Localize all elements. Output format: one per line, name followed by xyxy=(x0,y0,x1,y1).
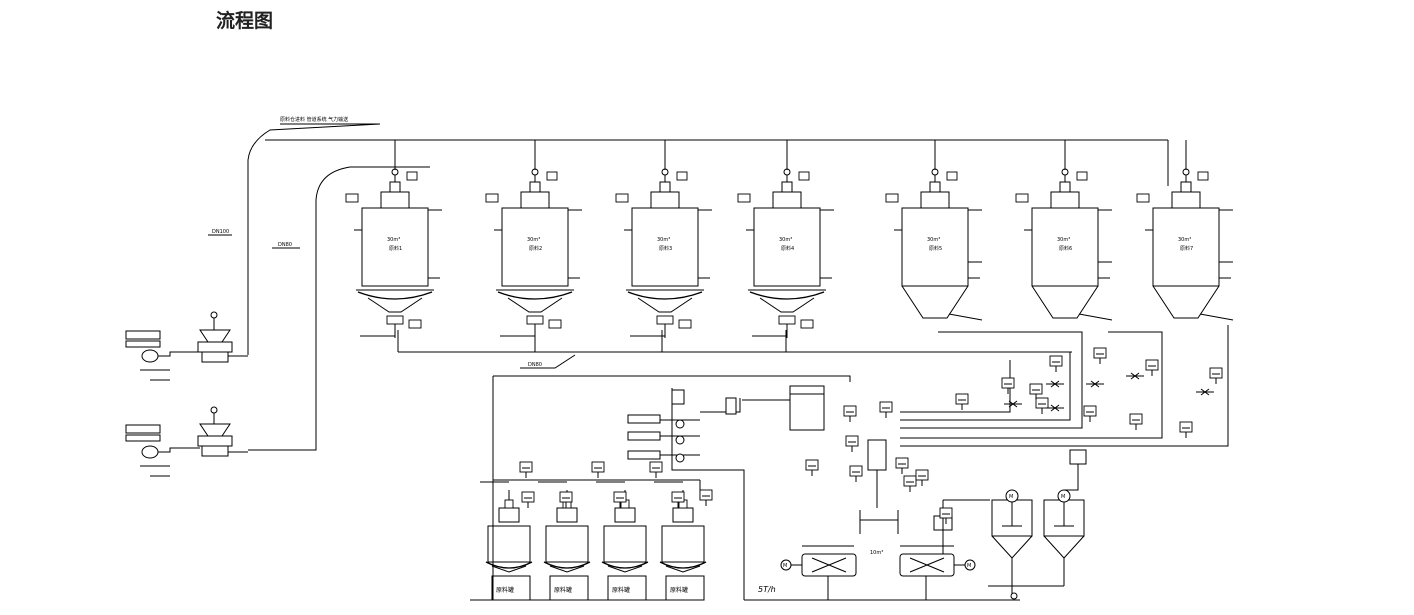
collector-pipe: DN80 xyxy=(397,330,1072,500)
instrument-tag xyxy=(519,461,533,478)
right-hoppers: M M xyxy=(988,449,1087,600)
instrument-tag xyxy=(1145,359,1159,376)
instrument-tag xyxy=(699,489,713,506)
silo-volume-label: 30m³ xyxy=(527,237,540,243)
valve-icon xyxy=(1046,380,1064,388)
flow-rate-label: 5T/h xyxy=(758,585,776,594)
instrument-tag xyxy=(845,435,859,452)
central-process xyxy=(627,385,899,600)
silo-volume-label: 30m³ xyxy=(657,237,670,243)
mixer-volume-label: 10m³ xyxy=(870,550,883,556)
instrument-tag xyxy=(1029,383,1043,400)
mixer-motor-left-label: M xyxy=(783,563,787,569)
valve-icon xyxy=(1086,380,1104,388)
small-tank-3: 原料罐 xyxy=(596,481,649,601)
small-tank-label: 原料罐 xyxy=(496,586,514,594)
instrument-tag xyxy=(915,469,929,486)
silo-name-label: 原料3 xyxy=(659,245,672,252)
silo-1: 30m³ 原料1 xyxy=(345,140,442,338)
instrument-tag xyxy=(591,461,605,478)
silo-name-label: 原料4 xyxy=(781,245,794,252)
page-title: 流程图 xyxy=(216,10,274,32)
mixer-motor-right-label: M xyxy=(967,563,971,569)
instrument-tags xyxy=(519,347,1223,524)
header-pipe: 原料仓进料 管道系统 气力输送 xyxy=(247,116,1169,355)
instrument-tag xyxy=(671,491,685,508)
silo-volume-label: 30m³ xyxy=(1057,237,1070,243)
silo-7: 30m³ 原料7 xyxy=(1136,140,1234,321)
silo-3: 30m³ 原料3 xyxy=(615,140,712,338)
silo-5: 30m³ 原料5 xyxy=(885,140,983,321)
instrument-tag xyxy=(1093,347,1107,364)
mixer-section: M M 10m³ xyxy=(744,499,1020,601)
small-tank-1: 原料罐 xyxy=(480,481,533,601)
valve-icon xyxy=(1046,404,1064,412)
silo-name-label: 原料7 xyxy=(1180,245,1193,252)
instrument-tag xyxy=(1049,355,1063,372)
silo-name-label: 原料1 xyxy=(389,245,402,252)
silo-volume-label: 30m³ xyxy=(1178,237,1191,243)
silo-volume-label: 30m³ xyxy=(779,237,792,243)
instrument-tag xyxy=(613,491,627,508)
instrument-tag xyxy=(1129,413,1143,430)
feed-pipe-2: DN100 DN80 xyxy=(208,166,430,451)
conical-discharge-lines xyxy=(900,325,1229,447)
instrument-tag xyxy=(521,491,535,508)
dn80-label-left: DN80 xyxy=(278,242,292,248)
instrument-tag xyxy=(1001,377,1015,394)
small-tank-label: 原料罐 xyxy=(670,586,688,594)
silo-name-label: 原料6 xyxy=(1059,245,1072,252)
small-tank-label: 原料罐 xyxy=(554,586,572,594)
instrument-tag xyxy=(903,475,917,492)
small-tank-group: 原料罐 原料罐 原料罐 原料罐 xyxy=(470,479,707,601)
small-tank-label: 原料罐 xyxy=(612,586,630,594)
silo-4: 30m³ 原料4 xyxy=(737,140,834,338)
instrument-tag xyxy=(649,461,663,478)
feeder-1 xyxy=(125,311,248,381)
dn80-label-mid: DN80 xyxy=(528,362,542,368)
instrument-tag xyxy=(1179,421,1193,438)
silo-2: 30m³ 原料2 xyxy=(485,140,582,338)
silo-6: 30m³ 原料6 xyxy=(1015,140,1113,321)
dn100-label: DN100 xyxy=(212,229,229,235)
instrument-tag xyxy=(895,457,909,474)
hopper-motor-1-label: M xyxy=(1009,494,1013,500)
hopper-motor-2-label: M xyxy=(1061,494,1065,500)
valve-icon xyxy=(1196,388,1214,396)
silo-group: 30m³ 原料1 30m³ 原料2 30m³ 原料3 30m³ 原料4 30m³ 原料5 30m³ 原… xyxy=(345,140,1234,338)
feeder-2 xyxy=(125,406,248,477)
valve-icon xyxy=(1126,372,1144,380)
instrument-tag xyxy=(849,465,863,482)
instrument-tag xyxy=(805,459,819,476)
silo-volume-label: 30m³ xyxy=(927,237,940,243)
silo-name-label: 原料5 xyxy=(929,245,942,252)
instrument-tag xyxy=(843,405,857,422)
valve-icon xyxy=(1004,400,1022,408)
instrument-tag xyxy=(939,507,953,524)
silo-name-label: 原料2 xyxy=(529,245,542,252)
instrument-tag xyxy=(1035,397,1049,414)
instrument-tag xyxy=(1083,405,1097,422)
header-note: 原料仓进料 管道系统 气力输送 xyxy=(280,116,348,123)
silo-volume-label: 30m³ xyxy=(387,237,400,243)
instrument-tag xyxy=(879,401,893,418)
instrument-tag xyxy=(559,491,573,508)
instrument-tag xyxy=(955,393,969,410)
instrument-tag xyxy=(1209,367,1223,384)
